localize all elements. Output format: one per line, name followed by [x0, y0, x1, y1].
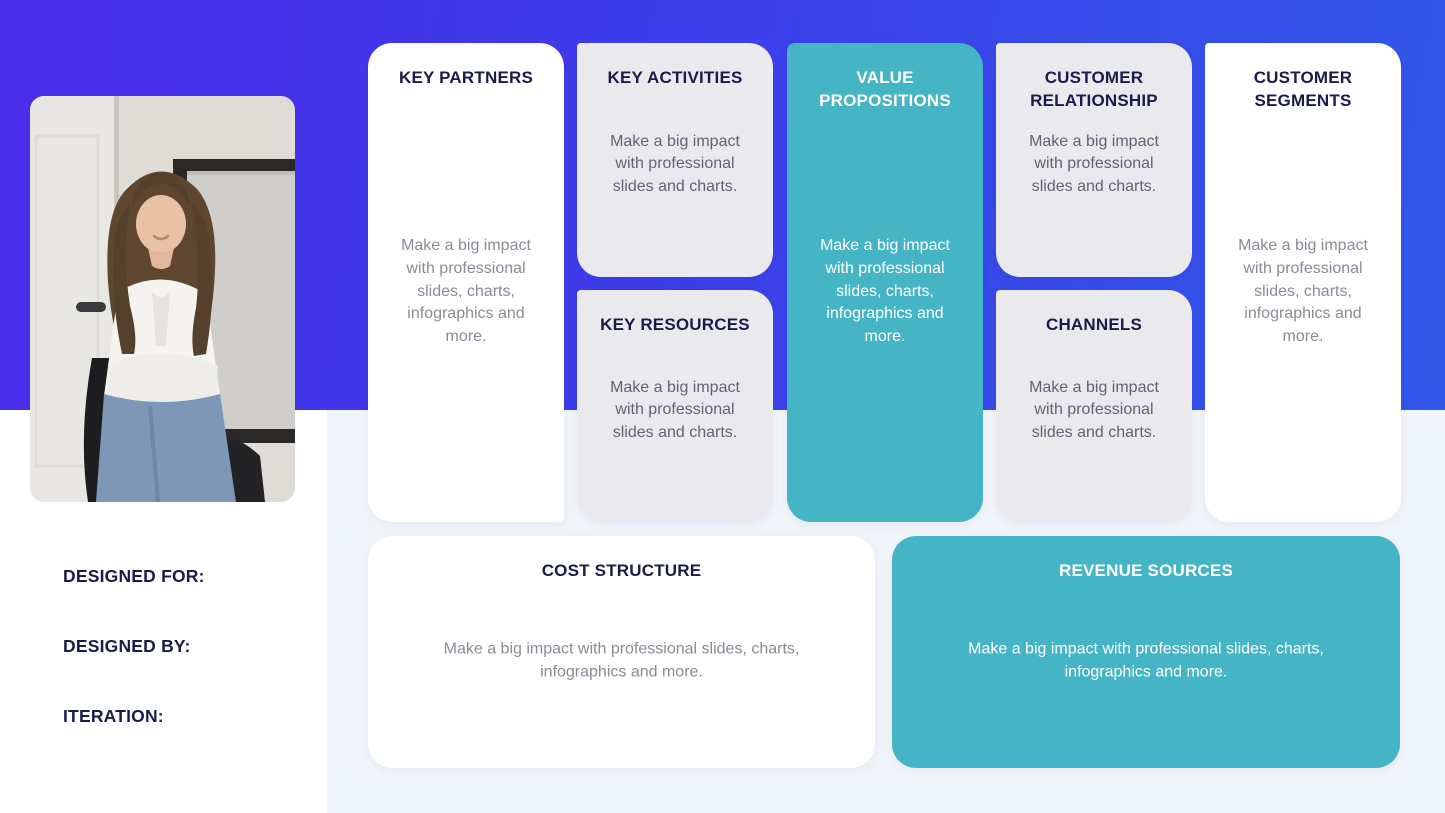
card-body: Make a big impact with professional slid… [443, 640, 800, 681]
card-body: Make a big impact with professional slid… [968, 640, 1324, 681]
card-title: VALUE PROPOSITIONS [819, 68, 951, 110]
card-title: REVENUE SOURCES [1059, 561, 1233, 580]
card-title: KEY ACTIVITIES [607, 68, 743, 87]
card-customer-relationship: CUSTOMER RELATIONSHIP Make a big impact … [996, 43, 1192, 277]
card-key-partners: KEY PARTNERS Make a big impact with prof… [368, 43, 564, 522]
card-title: KEY RESOURCES [600, 315, 750, 334]
card-body: Make a big impact with professional slid… [1029, 132, 1159, 196]
card-title: KEY PARTNERS [398, 68, 534, 87]
card-title: CUSTOMER RELATIONSHIP [1030, 68, 1158, 110]
portrait-photo-illustration [30, 96, 295, 502]
card-title: CHANNELS [1045, 315, 1143, 334]
iteration-label: ITERATION: [63, 706, 164, 726]
designed-for-label: DESIGNED FOR: [63, 566, 205, 586]
card-revenue-sources: REVENUE SOURCES Make a big impact with p… [892, 536, 1400, 768]
designed-by-label: DESIGNED BY: [63, 636, 191, 656]
card-key-activities: KEY ACTIVITIES Make a big impact with pr… [577, 43, 773, 277]
card-body: Make a big impact with professional slid… [610, 132, 740, 196]
card-body: Make a big impact with professional slid… [820, 237, 950, 346]
card-channels: CHANNELS Make a big impact with professi… [996, 290, 1192, 522]
card-body: Make a big impact with professional slid… [610, 378, 740, 441]
portrait-photo [30, 96, 295, 502]
card-title: CUSTOMER SEGMENTS [1253, 68, 1353, 110]
card-body: Make a big impact with professional slid… [1238, 237, 1368, 346]
card-key-resources: KEY RESOURCES Make a big impact with pro… [577, 290, 773, 522]
card-customer-segments: CUSTOMER SEGMENTS Make a big impact with… [1205, 43, 1401, 522]
card-value-propositions: VALUE PROPOSITIONS Make a big impact wit… [787, 43, 983, 522]
card-cost-structure: COST STRUCTURE Make a big impact with pr… [368, 536, 875, 768]
card-body: Make a big impact with professional slid… [1029, 378, 1159, 441]
card-body: Make a big impact with professional slid… [401, 237, 531, 346]
card-title: COST STRUCTURE [541, 561, 702, 580]
